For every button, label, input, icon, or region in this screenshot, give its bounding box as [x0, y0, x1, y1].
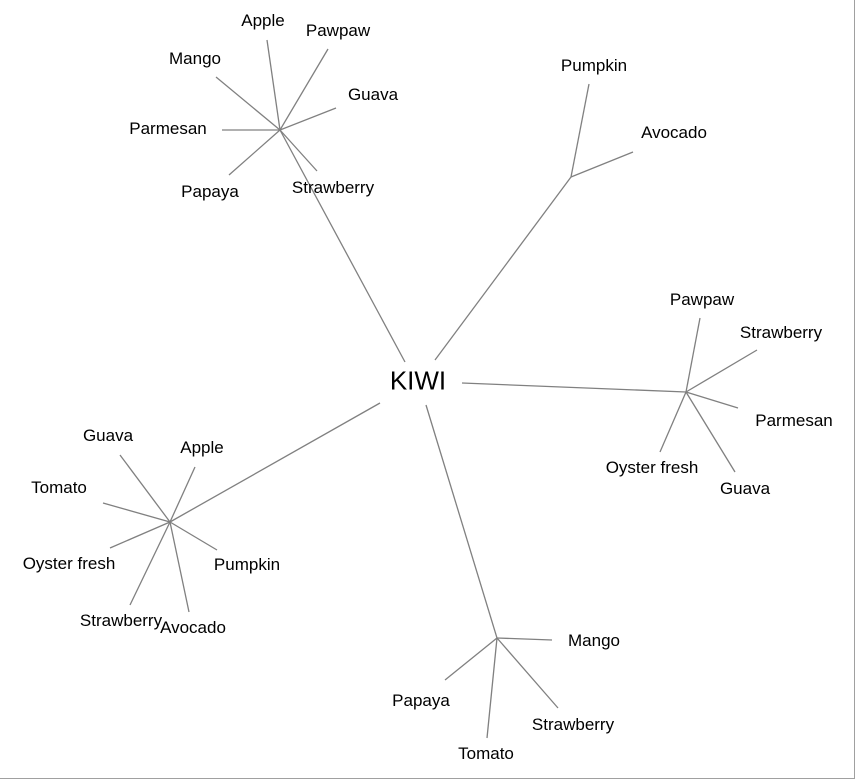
leaf-line	[570, 151, 634, 178]
branch-line-4	[425, 404, 498, 639]
leaf-line	[169, 521, 190, 613]
leaf-line	[215, 76, 281, 131]
leaf-node[interactable]: Strawberry	[291, 178, 375, 197]
leaf-line	[109, 521, 171, 549]
leaf-line	[169, 466, 196, 523]
leaf-node[interactable]: Pumpkin	[213, 555, 281, 574]
leaf-line	[279, 48, 329, 131]
leaf-line	[102, 502, 171, 523]
leaf-node[interactable]: Strawberry	[739, 323, 823, 342]
branch-line-2	[461, 382, 687, 393]
leaf-node[interactable]: Guava	[82, 426, 134, 445]
leaf-node[interactable]: Avocado	[160, 618, 226, 637]
leaf-node[interactable]: Tomato	[31, 478, 87, 497]
leaf-node[interactable]: Strawberry	[531, 715, 615, 734]
leaf-line	[486, 637, 498, 739]
leaf-node[interactable]: Strawberry	[79, 611, 163, 630]
leaf-line	[279, 129, 318, 172]
leaf-node[interactable]: Oyster fresh	[22, 554, 116, 573]
leaf-node[interactable]: Guava	[347, 85, 399, 104]
leaf-node[interactable]: Pawpaw	[669, 290, 735, 309]
leaf-node[interactable]: Mango	[568, 631, 620, 650]
leaf-node[interactable]: Papaya	[181, 182, 239, 201]
branch-line-3	[169, 402, 381, 523]
leaf-line	[570, 83, 590, 178]
leaf-line	[444, 637, 498, 681]
leaf-node[interactable]: Mango	[169, 49, 221, 68]
leaf-node[interactable]: Apple	[180, 438, 224, 457]
leaf-line	[496, 637, 559, 709]
leaf-node[interactable]: Parmesan	[129, 119, 207, 138]
leaf-line	[129, 521, 171, 606]
branch-line-1	[434, 176, 572, 361]
leaf-line	[169, 521, 218, 551]
leaf-node[interactable]: Parmesan	[755, 411, 833, 430]
leaf-node[interactable]: Pawpaw	[305, 21, 371, 40]
leaf-node[interactable]: Pumpkin	[560, 56, 628, 75]
leaf-line	[496, 637, 553, 641]
leaf-line	[685, 391, 739, 409]
leaf-line	[685, 317, 701, 393]
leaf-node[interactable]: Oyster fresh	[605, 458, 699, 477]
leaf-node[interactable]: Apple	[241, 11, 285, 30]
leaf-node[interactable]: Papaya	[392, 691, 450, 710]
branch-line-0	[279, 129, 406, 363]
leaf-line	[659, 391, 687, 453]
leaf-line	[685, 391, 736, 473]
leaf-line	[266, 39, 281, 131]
leaf-node[interactable]: Avocado	[641, 123, 707, 142]
leaf-line	[685, 349, 758, 393]
leaf-line	[228, 129, 281, 176]
leaf-line	[119, 454, 171, 523]
leaf-node[interactable]: Tomato	[458, 744, 514, 763]
leaf-node[interactable]: Guava	[719, 479, 771, 498]
leaf-line	[279, 107, 337, 131]
root-node[interactable]: KIWI	[389, 365, 447, 396]
